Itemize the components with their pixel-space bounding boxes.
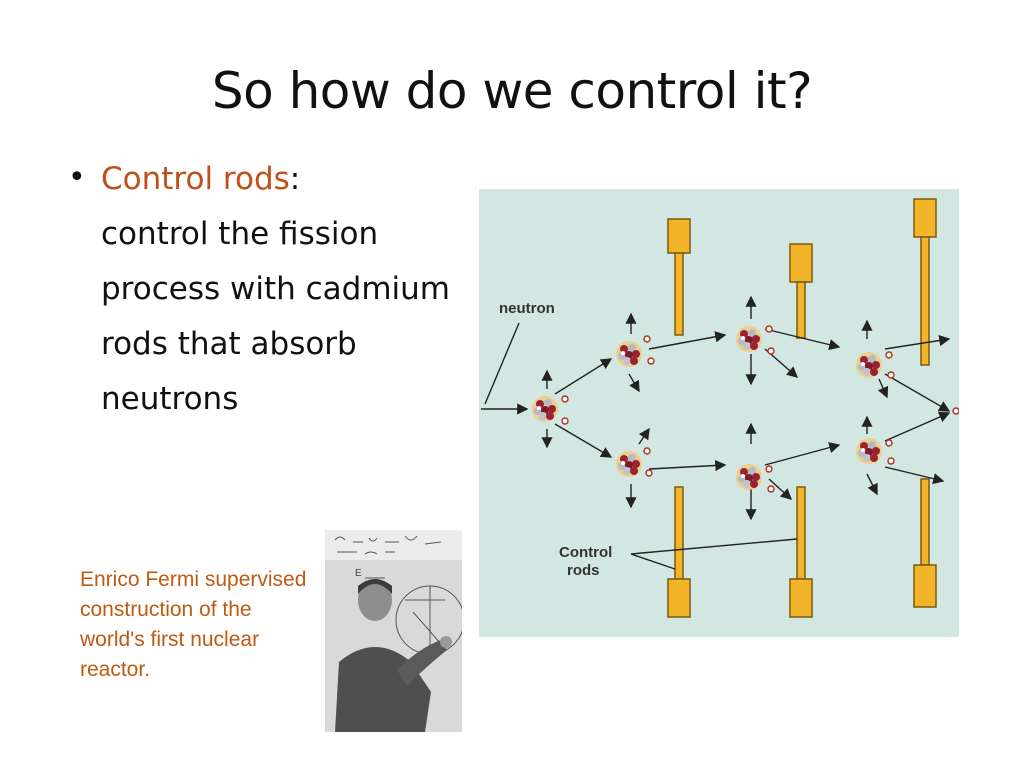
bullet-separator: : [289, 161, 301, 197]
control-rods-label-line1: Control [559, 544, 612, 561]
bullet-description: control the fission process with cadmium… [101, 216, 450, 417]
fermi-caption: Enrico Fermi supervised construction of … [80, 568, 307, 681]
free-neutrons [561, 325, 960, 493]
bullet-item: • Control rods: control the fission proc… [68, 152, 468, 427]
control-rods-pointer-a [630, 553, 676, 570]
control-rods-label-line2: rods [567, 562, 600, 579]
chalkboard-text: E [355, 568, 362, 579]
slide-title: So how do we control it? [211, 62, 813, 120]
control-rods-top [667, 198, 937, 366]
control-rods-pointer-b [630, 538, 798, 555]
neutron-label: neutron [499, 300, 555, 317]
bullet-dot: • [68, 160, 86, 195]
fermi-photo-svg: E [325, 530, 465, 732]
neutron-pointer-line [484, 322, 520, 405]
fermi-photo: E [325, 530, 465, 732]
fission-diagram: neutron Control rods [479, 189, 960, 637]
fission-diagram-svg: neutron Control rods [481, 198, 960, 618]
bullet-term: Control rods [101, 161, 290, 197]
bullet-text: Control rods: control the fission proces… [101, 152, 468, 427]
control-rods-bottom [667, 478, 937, 618]
neutron-paths [481, 295, 951, 521]
